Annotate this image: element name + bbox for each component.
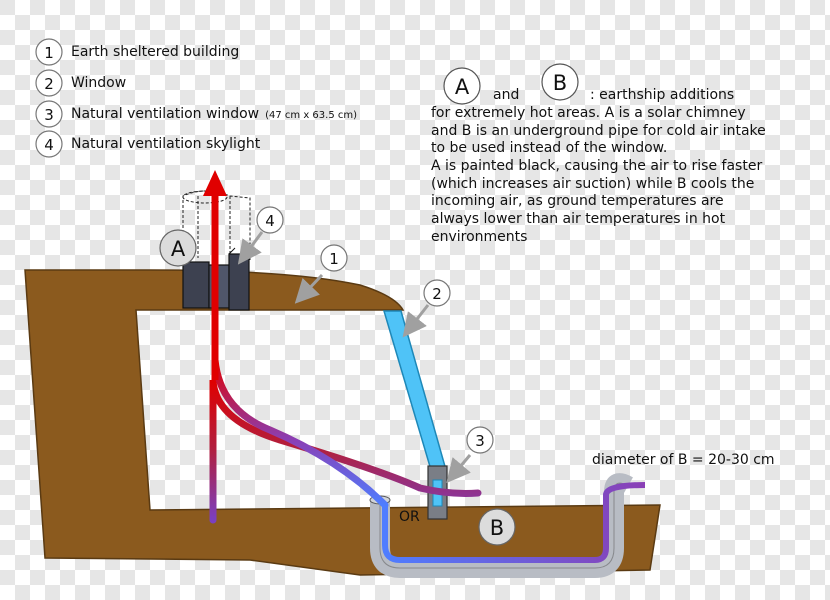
- legend-item-3: 3 Natural ventilation window (47 cm x 63.…: [35, 100, 357, 128]
- description-line-0: : earthship additions: [590, 87, 734, 103]
- callout-arrow-1: [294, 273, 324, 304]
- legend-item-2-number: 2: [44, 75, 54, 93]
- description-block: A and B : earthship additions for extrem…: [431, 63, 766, 245]
- callout-1-number: 1: [329, 250, 339, 268]
- description-line-6: incoming air, as ground temperatures are: [431, 193, 724, 209]
- or-label: OR: [399, 509, 420, 525]
- legend-item-2: 2 Window: [35, 69, 126, 97]
- legend: 1 Earth sheltered building 2 Window 3 Na…: [35, 38, 357, 158]
- callout-2-number: 2: [432, 285, 442, 303]
- callout-1: 1: [320, 244, 348, 272]
- description-and: and: [493, 87, 519, 103]
- description-line-1: for extremely hot areas. A is a solar ch…: [431, 105, 746, 121]
- pipe-diameter-label: diameter of B = 20-30 cm: [592, 452, 775, 468]
- description-line-5: (which increases air suction) while B co…: [431, 176, 754, 192]
- description-circle-b: B: [553, 71, 567, 95]
- rising-air-arrowhead: [203, 170, 227, 196]
- legend-item-2-label: Window: [71, 75, 126, 91]
- callout-4-number: 4: [265, 212, 275, 230]
- pipe-label-b: B: [478, 508, 516, 546]
- callout-2: 2: [423, 279, 451, 307]
- legend-item-4-label: Natural ventilation skylight: [71, 136, 261, 152]
- callout-3: 3: [466, 426, 494, 454]
- pipe-label-b-text: B: [490, 516, 504, 540]
- legend-item-1-number: 1: [44, 44, 54, 62]
- pipe-b-inner-air: [382, 482, 646, 563]
- description-line-8: environments: [431, 229, 527, 245]
- callout-arrow-3: [446, 454, 472, 484]
- legend-item-4: 4 Natural ventilation skylight: [35, 130, 261, 158]
- legend-item-3-text: Natural ventilation window (47 cm x 63.5 …: [71, 106, 357, 122]
- underground-pipe-b-outline: [379, 482, 629, 569]
- cool-air-path: [211, 356, 389, 509]
- legend-item-3-number: 3: [44, 106, 54, 124]
- legend-item-3-note: (47 cm x 63.5 cm): [265, 110, 357, 121]
- callout-4: 4: [256, 206, 284, 234]
- chimney-label-a-text: A: [171, 237, 186, 261]
- description-line-2: and B is an underground pipe for cold ai…: [431, 123, 766, 139]
- description-circle-a: A: [455, 75, 470, 99]
- ventilation-skylight: [182, 190, 251, 260]
- callout-arrow-2: [402, 304, 430, 338]
- description-line-4: A is painted black, causing the air to r…: [431, 158, 762, 174]
- chimney-label-a: A: [159, 229, 197, 267]
- legend-item-1-label: Earth sheltered building: [71, 44, 239, 60]
- warm-air-path: [209, 379, 482, 524]
- description-line-3: to be used instead of the window.: [431, 140, 667, 156]
- legend-item-1: 1 Earth sheltered building: [35, 38, 239, 66]
- description-line-7: always lower than air temperatures in ho…: [431, 211, 726, 227]
- legend-item-4-number: 4: [44, 136, 54, 154]
- callout-3-number: 3: [475, 432, 485, 450]
- callout-arrow-4: [237, 231, 264, 265]
- legend-item-3-label: Natural ventilation window: [71, 106, 259, 122]
